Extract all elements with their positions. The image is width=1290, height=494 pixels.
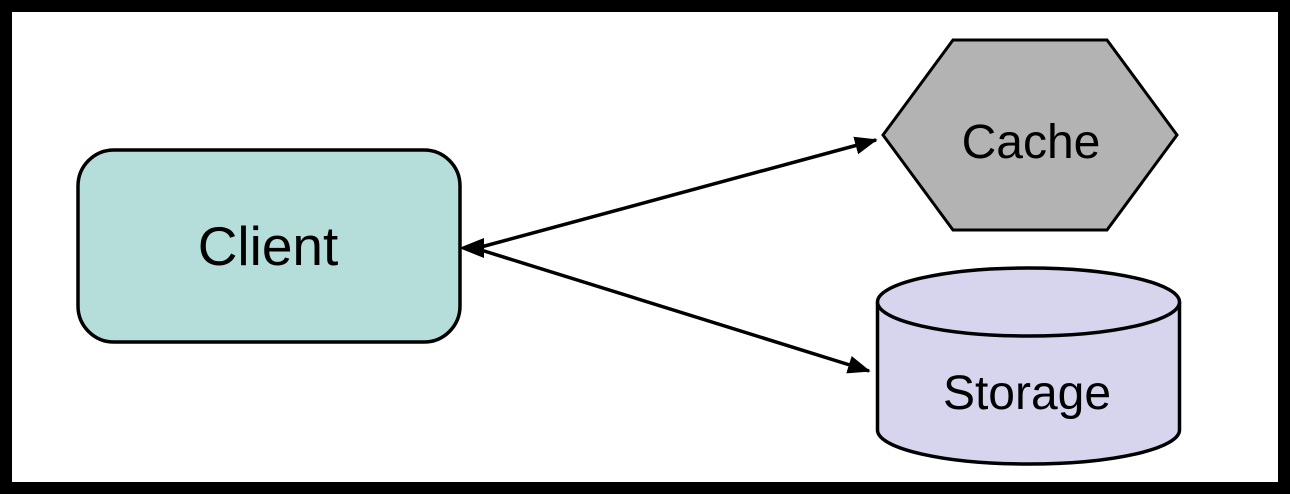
storage-label: Storage — [943, 367, 1111, 420]
storage-node-body — [875, 302, 1182, 466]
cache-label: Cache — [962, 116, 1101, 169]
client-node — [76, 148, 462, 344]
client-storage-arrow — [480, 248, 871, 374]
storage-node-top — [875, 266, 1182, 338]
client-label: Client — [198, 215, 339, 277]
client-arrowhead — [459, 238, 484, 258]
cache-node — [881, 38, 1179, 232]
client-cache-arrow — [480, 136, 878, 249]
